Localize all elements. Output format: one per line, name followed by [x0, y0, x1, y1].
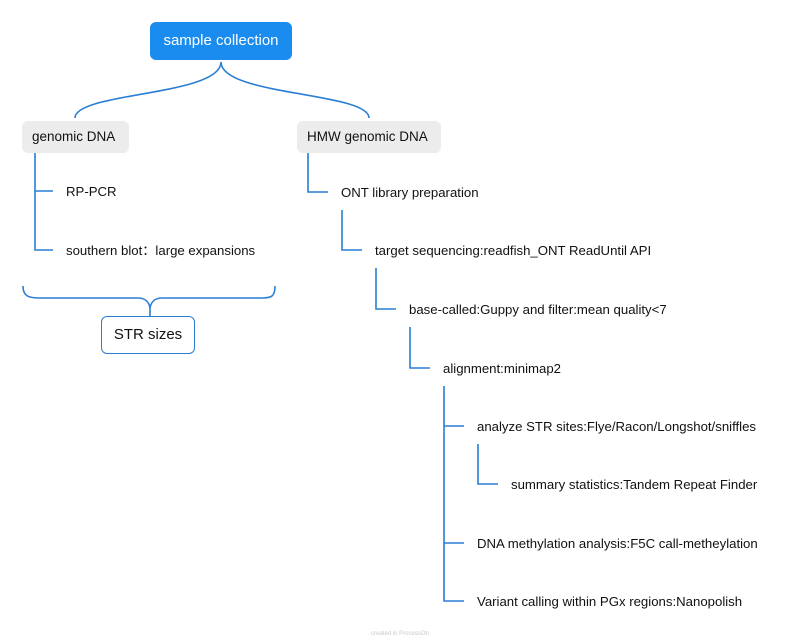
target-sequencing-node[interactable]: target sequencing:readfish_ONT ReadUntil… — [375, 243, 652, 258]
rp-pcr-node[interactable]: RP-PCR — [66, 184, 117, 199]
left-branch-node[interactable]: genomic DNA — [22, 121, 129, 153]
analysis-connector-summary — [477, 444, 498, 485]
right-connector-basecalled — [375, 268, 396, 310]
analysis-connector-methylation — [443, 426, 464, 544]
watermark: created in ProcessOn — [371, 631, 429, 637]
right-branch-node[interactable]: HMW genomic DNA — [297, 121, 441, 153]
analyze-str-node[interactable]: analyze STR sites:Flye/Racon/Longshot/sn… — [477, 419, 757, 434]
southern-blot-node[interactable]: southern blot：large expansions — [66, 243, 256, 258]
dna-methylation-node[interactable]: DNA methylation analysis:F5C call-methey… — [477, 536, 758, 551]
root-node[interactable]: sample collection — [150, 22, 292, 60]
analysis-connector-variant — [443, 543, 464, 602]
left-connector-southern — [34, 191, 53, 251]
base-called-node[interactable]: base-called:Guppy and filter:mean qualit… — [409, 302, 667, 317]
str-sizes-node[interactable]: STR sizes — [101, 316, 195, 354]
str-brace — [22, 285, 276, 309]
summary-statistics-node[interactable]: summary statistics:Tandem Repeat Finder — [511, 477, 758, 492]
right-connector-target — [341, 210, 362, 251]
variant-calling-node[interactable]: Variant calling within PGx regions:Nanop… — [477, 594, 743, 609]
alignment-node[interactable]: alignment:minimap2 — [443, 361, 562, 376]
left-connector-rp-pcr — [34, 153, 53, 192]
analysis-connector-str — [443, 386, 464, 427]
ont-library-node[interactable]: ONT library preparation — [341, 185, 479, 200]
root-brace — [74, 61, 370, 119]
right-connector-alignment — [409, 327, 430, 369]
right-connector-ont — [307, 153, 328, 193]
